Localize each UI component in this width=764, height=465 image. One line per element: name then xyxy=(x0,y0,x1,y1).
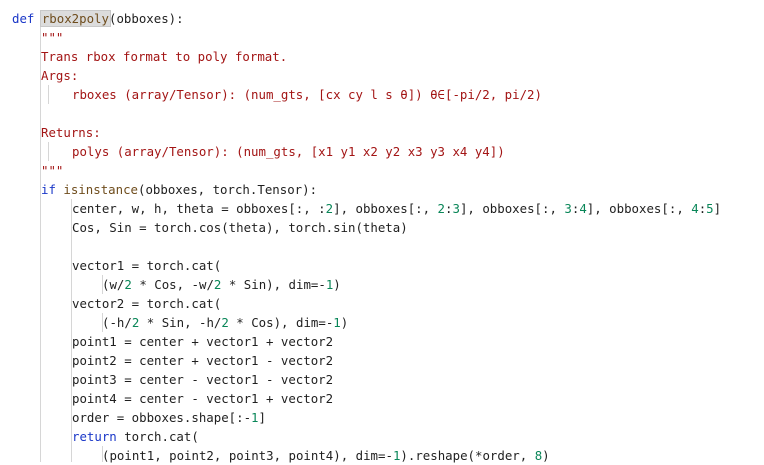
code-token: 2 xyxy=(325,201,334,216)
code-token: point2 = center + vector1 - vector2 xyxy=(72,353,334,368)
code-token: 8 xyxy=(534,448,543,463)
code-token: ).reshape(*order, xyxy=(400,448,535,463)
code-token: 2 xyxy=(437,201,446,216)
code-token: Returns: xyxy=(41,125,101,140)
code-line: vector1 = torch.cat( xyxy=(72,256,221,275)
code-line: vector2 = torch.cat( xyxy=(72,294,221,313)
code-line: point2 = center + vector1 - vector2 xyxy=(72,351,333,370)
code-token: * Cos, -w/ xyxy=(131,277,214,292)
code-token: (obboxes): xyxy=(108,11,184,26)
code-token: 1 xyxy=(333,315,341,330)
code-token: 2 xyxy=(124,277,132,292)
code-line: center, w, h, theta = obboxes[:, :2], ob… xyxy=(72,199,721,218)
code-line: polys (array/Tensor): (num_gts, [x1 y1 x… xyxy=(72,142,505,161)
code-line: Trans rbox format to poly format. xyxy=(41,47,287,66)
code-token: """ xyxy=(41,163,64,178)
indent-guide xyxy=(48,85,49,104)
code-token: 4 xyxy=(579,201,587,216)
code-token: 5 xyxy=(706,201,714,216)
code-token: * Sin, -h/ xyxy=(139,315,222,330)
code-token: * Cos), dim=- xyxy=(228,315,334,330)
code-token: ] xyxy=(258,410,266,425)
code-token: 2 xyxy=(221,315,229,330)
code-line: Returns: xyxy=(41,123,101,142)
code-token: 1 xyxy=(251,410,259,425)
code-token: point1 = center + vector1 + vector2 xyxy=(72,334,334,349)
code-token: ) xyxy=(340,315,349,330)
code-line: def rbox2poly(obboxes): xyxy=(12,9,184,28)
code-token: point4 = center - vector1 + vector2 xyxy=(72,391,334,406)
code-line: point3 = center - vector1 - vector2 xyxy=(72,370,333,389)
code-token: center, w, h, theta = obboxes[:, : xyxy=(72,201,326,216)
code-token: 1 xyxy=(392,448,401,463)
code-line: """ xyxy=(41,28,63,47)
indent-guide xyxy=(40,27,41,462)
code-token: def xyxy=(12,11,42,26)
code-token: 3 xyxy=(564,201,572,216)
code-token: ] xyxy=(713,201,722,216)
code-line: point4 = center - vector1 + vector2 xyxy=(72,389,333,408)
code-token: return xyxy=(72,429,125,444)
code-line: Args: xyxy=(41,66,78,85)
indent-guide xyxy=(48,142,49,161)
code-token: : xyxy=(571,201,580,216)
indent-guide xyxy=(102,275,103,294)
code-token: : xyxy=(698,201,707,216)
code-token: * Sin), dim=- xyxy=(221,277,326,292)
code-token: """ xyxy=(41,30,64,45)
code-token: (-h/ xyxy=(102,315,132,330)
code-token: rboxes (array/Tensor): (num_gts, [cx cy … xyxy=(72,87,542,102)
indent-guide xyxy=(71,199,72,462)
code-line: Cos, Sin = torch.cos(theta), torch.sin(t… xyxy=(72,218,408,237)
indent-guide xyxy=(102,313,103,332)
code-token: (w/ xyxy=(102,277,125,292)
code-token: ], obboxes[:, xyxy=(459,201,565,216)
code-line: point1 = center + vector1 + vector2 xyxy=(72,332,333,351)
code-token: 4 xyxy=(691,201,699,216)
code-line: return torch.cat( xyxy=(72,427,199,446)
code-token: 1 xyxy=(325,277,334,292)
code-token: ) xyxy=(333,277,341,292)
code-token: point3 = center - vector1 - vector2 xyxy=(72,372,334,387)
code-line: if isinstance(obboxes, torch.Tensor): xyxy=(41,180,317,199)
code-token: (obboxes, torch.Tensor): xyxy=(138,182,318,197)
code-token: torch.cat( xyxy=(124,429,199,444)
code-line: order = obboxes.shape[:-1] xyxy=(72,408,266,427)
code-token: Args: xyxy=(41,68,79,83)
code-token: vector1 = torch.cat( xyxy=(72,258,222,273)
code-token: polys (array/Tensor): (num_gts, [x1 y1 x… xyxy=(72,144,505,159)
code-line: """ xyxy=(41,161,63,180)
code-token: Cos, Sin = torch.cos(theta), torch.sin(t… xyxy=(72,220,408,235)
code-token: Trans rbox format to poly format. xyxy=(41,49,288,64)
code-token: isinstance xyxy=(63,182,138,197)
code-line: (point1, point2, point3, point4), dim=-1… xyxy=(102,446,550,465)
code-line: rboxes (array/Tensor): (num_gts, [cx cy … xyxy=(72,85,542,104)
indent-guide xyxy=(102,446,103,462)
code-token: (point1, point2, point3, point4), dim=- xyxy=(102,448,393,463)
code-token: order = obboxes.shape[:- xyxy=(72,410,252,425)
code-token: 2 xyxy=(131,315,140,330)
code-token: ) xyxy=(542,448,550,463)
code-token: ], obboxes[:, xyxy=(586,201,692,216)
code-token: 2 xyxy=(213,277,222,292)
code-token: rbox2poly xyxy=(39,10,111,27)
code-token: if xyxy=(41,182,64,197)
code-token: 3 xyxy=(452,201,460,216)
code-token: : xyxy=(445,201,453,216)
code-token: vector2 = torch.cat( xyxy=(72,296,222,311)
code-line: (w/2 * Cos, -w/2 * Sin), dim=-1) xyxy=(102,275,341,294)
code-token: ], obboxes[:, xyxy=(333,201,438,216)
code-line: (-h/2 * Sin, -h/2 * Cos), dim=-1) xyxy=(102,313,348,332)
